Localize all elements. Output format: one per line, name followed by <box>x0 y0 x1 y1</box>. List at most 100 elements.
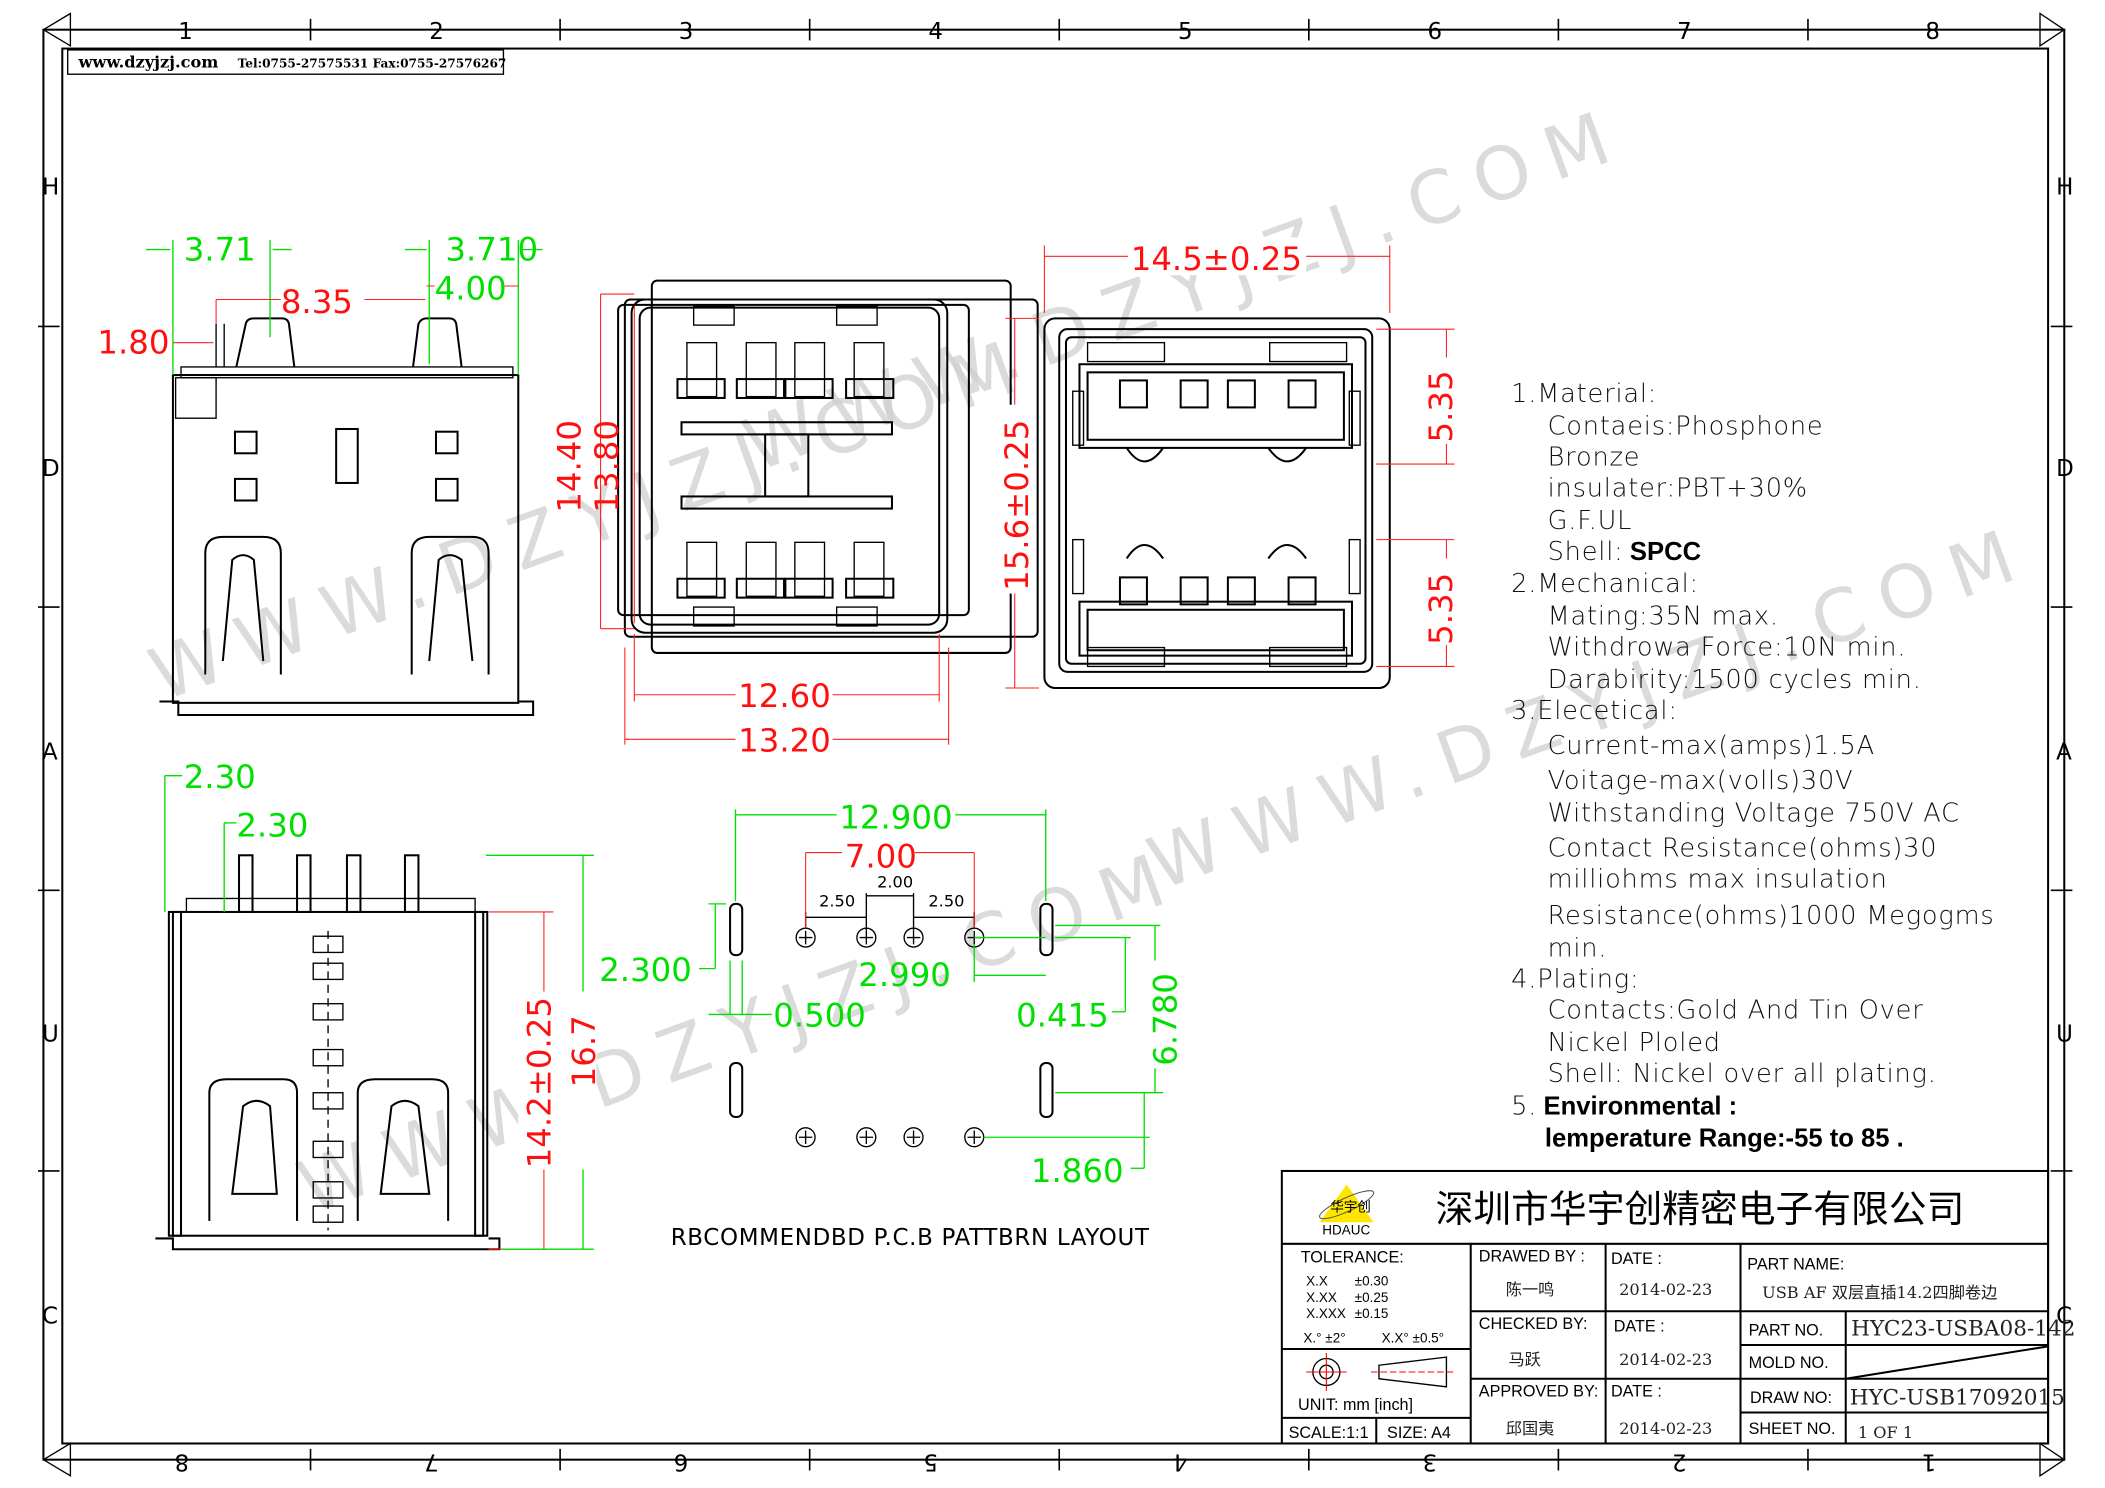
sheet-no-label: SHEET NO. <box>1749 1420 1836 1438</box>
angle-tol: X.° ±2° <box>1303 1330 1345 1345</box>
zone-right-h: H <box>2056 174 2073 200</box>
note-line: 5. <box>1511 1091 1537 1121</box>
dim-2-30-a: 2.30 <box>184 758 256 796</box>
draw-no-label: DRAW NO: <box>1750 1389 1832 1407</box>
dim-1-860: 1.860 <box>1031 1152 1124 1190</box>
checked-date: 2014-02-23 <box>1619 1350 1712 1369</box>
bottom-view: 2.30 2.30 14.2±0.25 16.7 <box>155 758 603 1251</box>
sheet-no: 1 OF 1 <box>1858 1423 1913 1442</box>
dim-12-60: 12.60 <box>738 677 831 715</box>
logo-text: 华宇创 <box>1330 1199 1370 1214</box>
title-block: 华宇创 HDAUC 深圳市华宇创精密电子有限公司 TOLERANCE: X.X … <box>1280 1169 2075 1445</box>
dim-0-415: 0.415 <box>1016 997 1109 1035</box>
website: www.dzyjzj.com <box>77 52 218 71</box>
dim-1-80: 1.80 <box>97 323 169 361</box>
dim-14-40: 14.40 <box>550 420 588 513</box>
logo-brand: HDAUC <box>1322 1222 1370 1237</box>
angle-tol: X.X° ±0.5° <box>1382 1330 1444 1345</box>
approved-date: 2014-02-23 <box>1619 1419 1712 1438</box>
zone-bottom-4: 4 <box>1173 1448 1188 1474</box>
note-line: Bronze <box>1548 442 1641 472</box>
zone-left-d: D <box>42 456 60 482</box>
dim-2-50-left: 2.50 <box>819 892 855 911</box>
checked-by-label: CHECKED BY: <box>1479 1315 1588 1333</box>
zone-top-8: 8 <box>1925 19 1940 45</box>
dim-14-5: 14.5±0.25 <box>1131 240 1302 278</box>
pcb-caption: RBCOMMENDBD P.C.B PATTBRN LAYOUT <box>671 1225 1150 1251</box>
zone-right-u: U <box>2056 1021 2073 1047</box>
environmental-title: Environmental : <box>1544 1092 1738 1120</box>
dim-4-00: 4.00 <box>435 269 507 307</box>
tol-key: X.XX <box>1306 1290 1337 1305</box>
zone-top-3: 3 <box>679 19 694 45</box>
zone-top-5: 5 <box>1178 19 1193 45</box>
zone-bottom-3: 3 <box>1422 1448 1437 1474</box>
note-line: insulater:PBT+30% <box>1548 473 1808 503</box>
zone-left-h: H <box>42 174 59 200</box>
dim-2-990: 2.990 <box>858 956 951 994</box>
zone-right-d: D <box>2056 456 2074 482</box>
dim-5-35-bottom: 5.35 <box>1422 573 1460 645</box>
drawn-by: 陈一鸣 <box>1506 1280 1555 1299</box>
note-line: Withstanding Voltage 750V AC <box>1548 799 1960 829</box>
approved-by: 邱国夷 <box>1506 1419 1555 1438</box>
zone-right-c: C <box>2056 1303 2072 1329</box>
date-label: DATE : <box>1611 1250 1662 1268</box>
company-name: 深圳市华宇创精密电子有限公司 <box>1436 1187 1965 1231</box>
zone-labels: 1 2 3 4 5 6 7 8 8 7 6 5 4 3 2 1 H D A U … <box>42 19 2074 1474</box>
dim-8-35: 8.35 <box>281 283 353 321</box>
note-line: Resistance(ohms)1000 Megogms <box>1548 901 1995 931</box>
note-line: G.F.UL <box>1548 506 1633 536</box>
zone-top-7: 7 <box>1677 19 1692 45</box>
note-line: Shell: Nickel over all plating. <box>1548 1059 1937 1089</box>
dim-2-30-b: 2.30 <box>236 806 308 844</box>
note-line: Current-max(amps)1.5A <box>1548 731 1875 761</box>
dim-7-00: 7.00 <box>845 837 917 875</box>
zone-left-u: U <box>42 1021 59 1047</box>
zone-right-a: A <box>2056 740 2072 766</box>
part-name: USB AF 双层直插14.2四脚卷边 <box>1762 1283 1997 1302</box>
dim-6-780: 6.780 <box>1147 973 1185 1066</box>
note-line: Darabirity:1500 cycles min. <box>1548 665 1922 695</box>
dim-5-35-top: 5.35 <box>1422 370 1460 442</box>
zone-bottom-1: 1 <box>1922 1448 1937 1474</box>
tol-value: ±0.30 <box>1355 1274 1389 1289</box>
dim-12-900: 12.900 <box>839 798 952 836</box>
specification-notes: 1.Material: Contaeis:Phosphone Bronze in… <box>1511 379 1994 1153</box>
note-line: Contacts:Gold And Tin Over <box>1548 996 1924 1026</box>
shell-material: SPCC <box>1630 538 1701 566</box>
checked-by: 马跃 <box>1508 1350 1540 1369</box>
projection-symbol-icon <box>1306 1353 1455 1391</box>
dim-3-710: 3.710 <box>445 230 538 268</box>
unit: UNIT: mm [inch] <box>1298 1396 1413 1414</box>
drawn-by-label: DRAWED BY : <box>1479 1247 1585 1265</box>
zone-bottom-5: 5 <box>923 1448 938 1474</box>
date-label: DATE : <box>1611 1382 1662 1400</box>
mold-no-label: MOLD NO. <box>1749 1354 1829 1372</box>
zone-top-1: 1 <box>178 19 193 45</box>
note-line: milliohms max insulation <box>1548 865 1888 895</box>
zone-bottom-2: 2 <box>1672 1448 1687 1474</box>
note-line: Shell: <box>1548 537 1624 567</box>
rear-view: 14.5±0.25 15.6±0.25 5.35 5.35 <box>995 237 1460 690</box>
zone-top-4: 4 <box>928 19 943 45</box>
note-line: Withdrowa Force:10N min. <box>1548 633 1907 663</box>
pcb-layout: 12.900 7.00 2.00 2.50 2.50 2.300 2.990 0… <box>599 798 1184 1251</box>
side-view: 3.71 3.710 8.35 4.00 1.80 <box>97 230 543 717</box>
dim-3-71: 3.71 <box>184 230 256 268</box>
note-line: Contact Resistance(ohms)30 <box>1548 834 1938 864</box>
note-line: 1.Material: <box>1511 379 1657 409</box>
note-line: Voitage-max(volls)30V <box>1548 766 1854 796</box>
part-no: HYC23-USBA08-142 <box>1851 1317 2075 1342</box>
zone-left-a: A <box>42 740 58 766</box>
header-strip: www.dzyjzj.com Tel:0755-27575531 Fax:075… <box>67 49 506 75</box>
note-line: 2.Mechanical: <box>1511 569 1699 599</box>
dim-2-00: 2.00 <box>877 873 913 892</box>
drawn-date: 2014-02-23 <box>1619 1280 1712 1299</box>
note-line: Mating:35N max. <box>1548 602 1779 632</box>
tol-value: ±0.15 <box>1355 1306 1389 1321</box>
tol-value: ±0.25 <box>1355 1290 1389 1305</box>
dim-13-20: 13.20 <box>738 721 831 759</box>
zone-top-2: 2 <box>429 19 444 45</box>
